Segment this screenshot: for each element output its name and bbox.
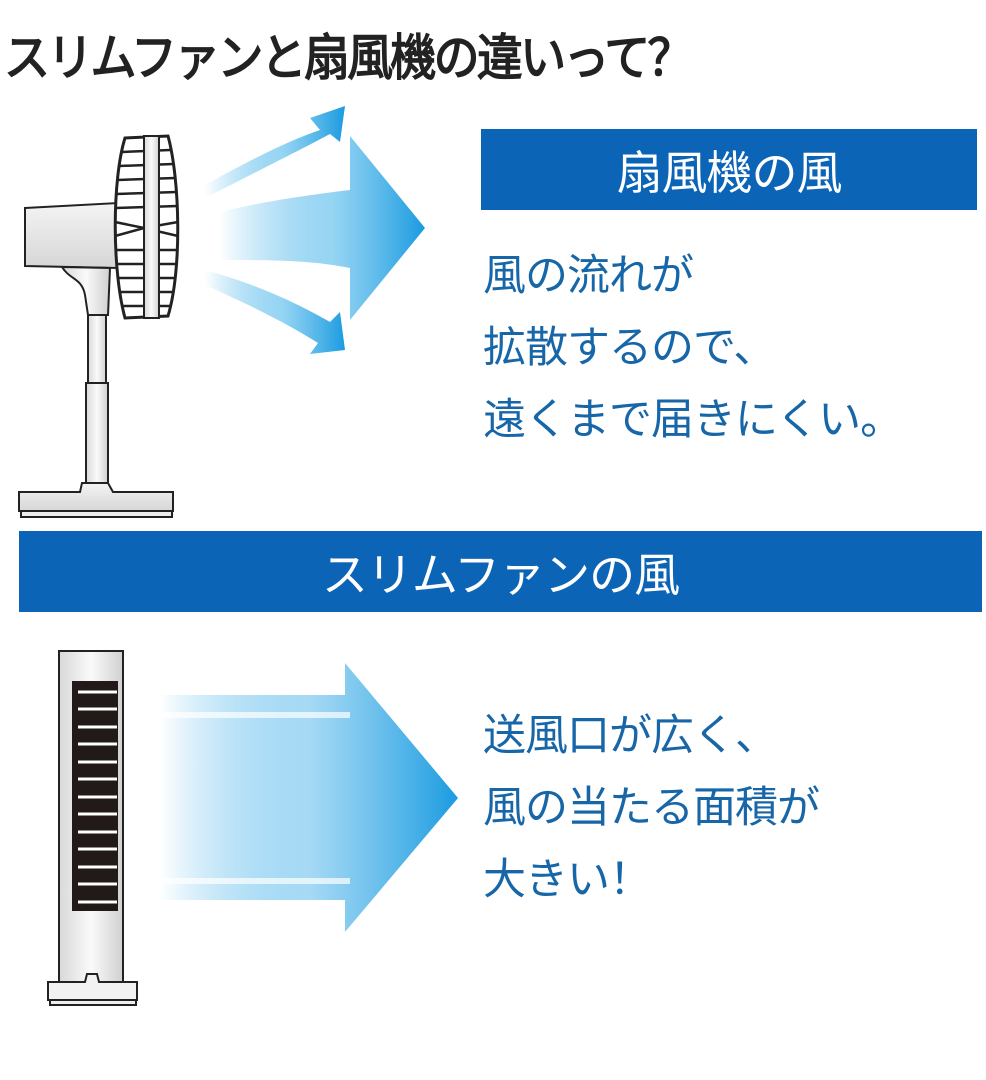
- description-line: 送風口が広く、: [483, 711, 778, 761]
- wide-arrow-icon: [160, 663, 458, 932]
- stand-fan-description: 風の流れが 拡散するので、 遠くまで届きにくい。: [483, 240, 903, 456]
- stand-fan-icon: [18, 134, 180, 518]
- description-line: 風の当たる面積が: [483, 783, 820, 833]
- page-title: スリムファンと扇風機の違いって？: [4, 29, 694, 87]
- description-line: 風の流れが: [483, 251, 694, 301]
- description-line: 遠くまで届きにくい。: [483, 395, 903, 445]
- description-line: 拡散するので、: [483, 323, 776, 373]
- description-line: 大きい！: [483, 855, 652, 905]
- stand-fan-banner: 扇風機の風: [481, 129, 977, 210]
- tower-fan-icon: [47, 650, 138, 1006]
- slim-fan-banner: スリムファンの風: [19, 531, 982, 612]
- slim-fan-description: 送風口が広く、 風の当たる面積が 大きい！: [483, 700, 820, 916]
- diffusing-arrows-icon: [205, 106, 425, 354]
